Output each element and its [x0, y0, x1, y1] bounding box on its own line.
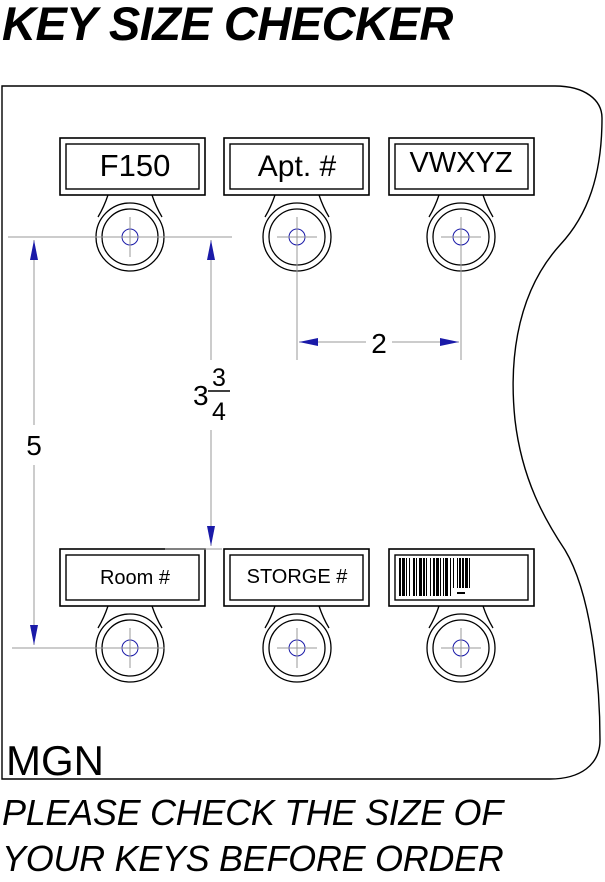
- footer-line-2: YOUR KEYS BEFORE ORDER: [2, 838, 504, 879]
- tag-top-2: Apt. #: [223, 137, 370, 196]
- dim-vertical-inner-num: 3: [212, 364, 226, 392]
- tag-top-2-label: Apt. #: [258, 150, 337, 183]
- tag-bottom-3-barcode: [388, 548, 535, 607]
- dim-vertical-inner-den: 4: [212, 398, 226, 426]
- dim-vertical-inner-whole: 3: [193, 380, 209, 411]
- brand-mgn: MGN: [6, 737, 104, 784]
- tag-bottom-2: STORGE #: [223, 548, 370, 607]
- key-ring-5: [262, 605, 332, 683]
- arrow-up-inner: [207, 240, 215, 260]
- key-ring-4: [95, 605, 165, 683]
- arrow-up-outer: [30, 240, 38, 260]
- arrow-left: [299, 338, 318, 346]
- key-rings: [95, 194, 496, 683]
- tag-top-3-label: VWXYZ: [409, 147, 512, 179]
- arrow-right: [440, 338, 459, 346]
- tag-bottom-2-label: STORGE #: [247, 566, 349, 588]
- page-title: KEY SIZE CHECKER: [2, 0, 453, 50]
- arrow-down-outer: [30, 625, 38, 645]
- tag-bottom-1-label: Room #: [100, 567, 171, 589]
- arrow-down-inner: [207, 526, 215, 546]
- tag-top-1: F150: [59, 137, 206, 196]
- tag-top-1-label: F150: [100, 148, 171, 183]
- footer-line-1: PLEASE CHECK THE SIZE OF: [2, 792, 503, 833]
- tag-bottom-1: Room #: [59, 548, 206, 607]
- dim-vertical-outer-label: 5: [26, 430, 42, 461]
- card-outline: [1, 85, 603, 780]
- barcode-graphic: [399, 558, 470, 598]
- key-ring-1: [95, 194, 165, 272]
- tag-top-3: VWXYZ: [388, 137, 535, 196]
- key-ring-6: [426, 605, 496, 683]
- footer-notice: PLEASE CHECK THE SIZE OF YOUR KEYS BEFOR…: [2, 790, 504, 882]
- dim-horizontal-label: 2: [371, 328, 387, 359]
